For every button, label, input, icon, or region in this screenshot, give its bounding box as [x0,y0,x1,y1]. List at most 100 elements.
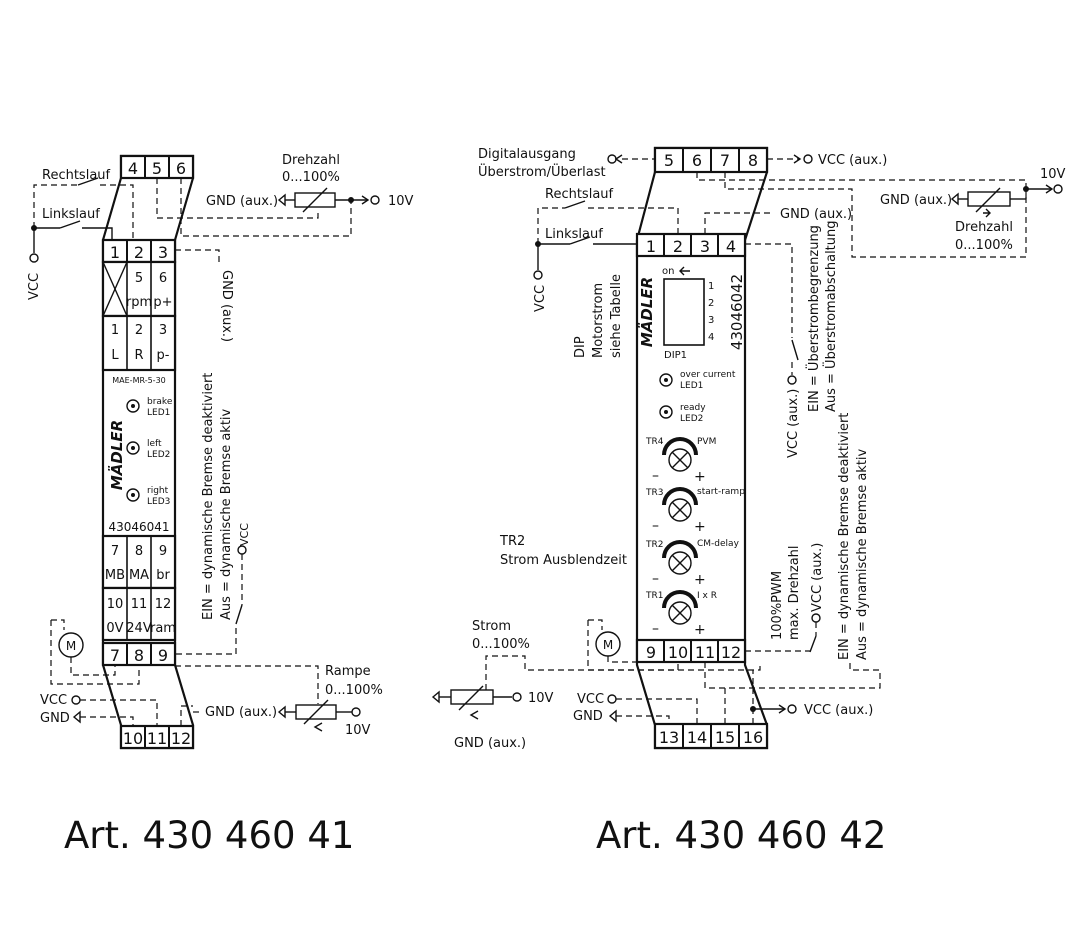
right-pot-tr4[interactable]: TR4 PVM – + [645,437,716,485]
right-pot-tr4-minus: – [652,468,659,484]
left-led1-label: brake [147,397,173,407]
left-mid-8-num: 8 [135,544,143,559]
right-pot-tr2-name: CM-delay [697,539,740,549]
left-dip-3-label: p- [157,348,170,363]
right-pot-tr4-plus: + [694,469,706,485]
left-terminal-9: 9 [158,646,168,665]
right-10v-label: 10V [1040,167,1066,182]
left-rechtslauf-label: Rechtslauf [42,168,111,183]
right-pot-tr2[interactable]: TR2 CM-delay – + [645,539,740,588]
right-top-terminal-8: 8 [748,151,758,170]
right-brand-logo: MÄDLER [637,277,656,347]
right-terminal-16: 16 [743,728,763,747]
right-brake-line2: Aus = dynamische Bremse aktiv [855,448,870,660]
right-pot-tr4-name: PVM [697,437,716,447]
right-dip-num-1: 1 [708,281,714,292]
right-terminal-4: 4 [726,237,736,256]
right-gnd-aux-drehzahl: GND (aux.) [880,193,952,208]
left-dip-1-num: 1 [111,323,119,338]
right-pot-tr1[interactable]: TR1 I x R – + [645,590,717,638]
right-article-caption: Art. 430 460 42 [596,814,887,857]
right-pot-tr1-minus: – [652,621,659,637]
right-gnd-bottom: GND [573,709,603,724]
right-tr2-note-1: TR2 [499,534,525,549]
left-dip-1-label: L [111,348,119,363]
right-terminal-12: 12 [721,643,741,662]
left-vcc-label: VCC [27,273,42,300]
right-dip-name: DIP1 [664,350,687,361]
left-led3-id: LED3 [147,497,170,507]
right-terminal-13: 13 [659,728,679,747]
left-10v-label: 10V [388,194,414,209]
right-drehzahl-label: Drehzahl [955,220,1013,235]
right-vcc-aux-top: VCC (aux.) [818,153,887,168]
right-led2-id: LED2 [680,414,703,424]
right-vcc-aux-bottom: VCC (aux.) [804,703,873,718]
right-terminal-15: 15 [715,728,735,747]
left-dip-2-label: R [134,348,143,363]
left-dip-2-num: 2 [135,323,143,338]
right-rechtslauf-label: Rechtslauf [545,187,614,202]
right-strom-label: Strom [472,619,511,634]
left-terminal-8: 8 [134,646,144,665]
left-10v-rampe: 10V [345,723,371,738]
right-terminal-9: 9 [646,643,656,662]
right-terminal-2: 2 [673,237,683,256]
right-pot-tr3[interactable]: TR3 start-ramp – + [645,487,745,535]
left-vcc-brake: VCC [238,523,251,546]
right-top-terminal-6: 6 [692,151,702,170]
left-gnd-aux-label: GND (aux.) [206,194,278,209]
left-motor-label: M [66,639,76,653]
right-overcurrent-line2: Aus = Überstromabschaltung [822,220,839,412]
left-led2-label: left [147,439,162,449]
right-led1-label: over current [680,370,736,380]
left-led2-id: LED2 [147,450,170,460]
left-mid-8-label: MA [129,568,149,583]
left-model-label: MAE-MR-5-30 [112,376,166,385]
left-terminal-10: 10 [123,729,143,748]
right-terminal-11: 11 [695,643,715,662]
right-brake-line1: EIN = dynamische Bremse deaktiviert [837,413,852,660]
right-pot-tr1-plus: + [694,622,706,638]
left-terminal-11: 11 [147,729,167,748]
right-pwm-line1: 100%PWM [770,571,785,640]
right-terminal-3: 3 [700,237,710,256]
left-led3-label: right [147,486,169,496]
right-dip-note-2: Motorstrom [591,283,606,358]
left-dip-6-label: p+ [153,295,172,310]
right-module: 5 6 7 8 1 2 3 4 MÄDLER on 1 2 3 4 DIP1 4… [431,146,1066,751]
right-gnd-aux-label: GND (aux.) [780,207,852,222]
right-pwm-line2: max. Drehzahl [787,545,802,640]
left-article-caption: Art. 430 460 41 [64,814,355,857]
left-brand-logo: MÄDLER [107,420,126,490]
right-pot-tr2-plus: + [694,572,706,588]
left-drehzahl-label: Drehzahl [282,153,340,168]
left-article-number: 43046041 [108,520,169,534]
right-pot-tr3-plus: + [694,519,706,535]
right-digital-out-line1: Digitalausgang [478,147,576,162]
right-tr2-note-2: Strom Ausblendzeit [500,553,627,568]
right-top-terminal-5: 5 [664,151,674,170]
right-10v-strom: 10V [528,691,554,706]
right-vcc-bottom: VCC [577,692,604,707]
left-terminal-7: 7 [110,646,120,665]
left-low-10-label: 0V [106,621,123,636]
left-dip-5-label: rpm [126,295,152,310]
right-motor-label: M [603,638,613,652]
left-dip-3-num: 3 [159,323,167,338]
left-top-terminal-4: 4 [128,159,138,178]
right-pot-tr1-name: I x R [697,591,717,601]
left-terminal-3: 3 [158,243,168,262]
right-overcurrent-line1: EIN = Überstrombegrenzung [805,225,822,412]
right-led1-id: LED1 [680,381,703,391]
left-led1-id: LED1 [147,408,170,418]
right-terminal-10: 10 [668,643,688,662]
right-digital-out-line2: Überstrom/Überlast [478,163,606,180]
left-terminal-1: 1 [110,243,120,262]
left-low-12-num: 12 [155,597,172,612]
right-dip-num-4: 4 [708,332,714,343]
right-pot-tr4-id: TR4 [645,437,664,447]
left-terminal-12: 12 [171,729,191,748]
right-pwm-vcc: VCC (aux.) [810,543,825,612]
